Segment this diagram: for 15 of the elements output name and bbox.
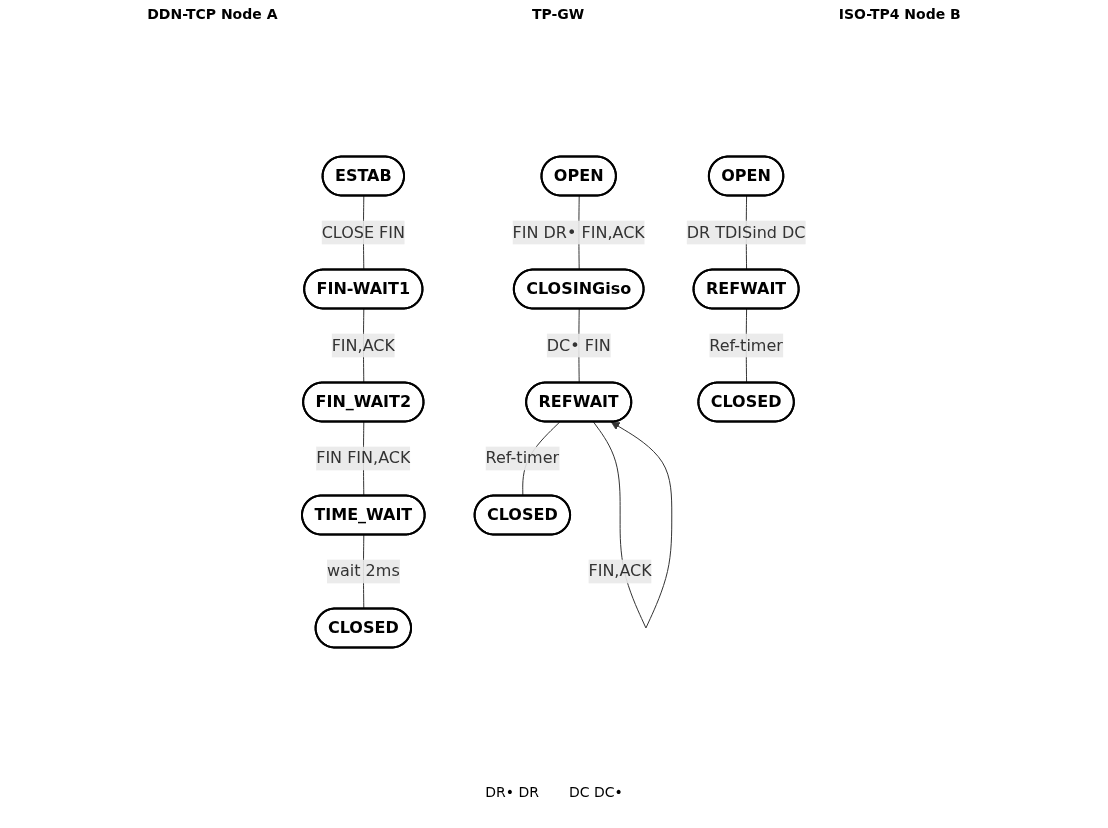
edge-label: Ref-timer [485,448,560,468]
column-heading: ISO-TP4 Node B [838,6,961,22]
edge-label: FIN,ACK [588,561,653,581]
column-heading: DDN-TCP Node A [147,6,278,22]
edge-label: FIN FIN,ACK [316,448,411,468]
edge-label: DC• FIN [547,335,611,355]
edge-label: FIN DR• FIN,ACK [512,222,646,242]
edge-label: DR TDISind DC [686,222,806,242]
edge-label: Ref-timer [709,335,784,355]
edge-label: CLOSE FIN [321,222,406,242]
column-heading: TP-GW [531,6,585,22]
edge-label: FIN,ACK [331,335,396,355]
transition-label: DR• DR [485,784,539,800]
edge-label: wait 2ms [327,561,400,581]
transition-label: DC DC• [568,784,623,800]
